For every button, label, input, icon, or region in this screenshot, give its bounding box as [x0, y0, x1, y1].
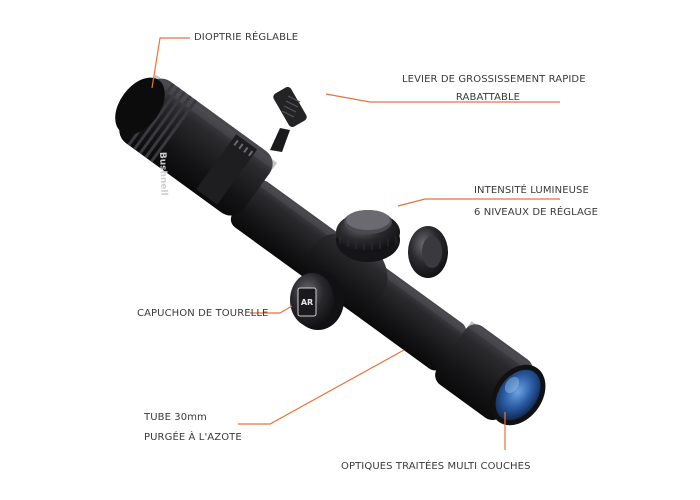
ocular-end: [115, 77, 165, 135]
label-magnification-lever: LEVIER DE GROSSISSEMENT RAPIDE RABATTABL…: [402, 73, 586, 104]
label-lever-line2: RABATTABLE: [455, 92, 521, 103]
label-lever-line1: LEVIER DE GROSSISSEMENT RAPIDE: [402, 74, 586, 85]
label-tube-line2: PURGÉE À L'AZOTE: [144, 432, 242, 443]
leader-lever: [325, 93, 560, 103]
label-tube-line1: TUBE 30mm: [144, 412, 207, 423]
label-optics: OPTIQUES TRAITÉES MULTI COUCHES: [341, 461, 531, 472]
label-illum-line2: 6 NIVEAUX DE RÉGLAGE: [474, 207, 599, 218]
turret-mark: AR: [301, 298, 313, 307]
leader-tube: [238, 349, 405, 425]
illumination-knob: [336, 210, 400, 262]
side-knob: [408, 226, 448, 278]
brand-logo: Bushnell: [157, 152, 169, 196]
label-illumination: INTENSITÉ LUMINEUSE 6 NIVEAUX DE RÉGLAGE: [474, 184, 598, 219]
turret-cap: AR: [290, 270, 344, 330]
leader-diopter: [151, 37, 190, 89]
label-turret-cap: CAPUCHON DE TOURELLE: [137, 308, 269, 319]
label-diopter: DIOPTRIE RÉGLABLE: [194, 32, 299, 43]
label-tube: TUBE 30mm PURGÉE À L'AZOTE: [144, 411, 242, 444]
leader-illumination: [397, 198, 560, 207]
leader-lines: [151, 37, 560, 450]
throw-lever: [270, 87, 307, 152]
label-illum-line1: INTENSITÉ LUMINEUSE: [474, 185, 589, 196]
leader-turret-cap: [250, 305, 293, 314]
objective-lens: [490, 364, 546, 426]
